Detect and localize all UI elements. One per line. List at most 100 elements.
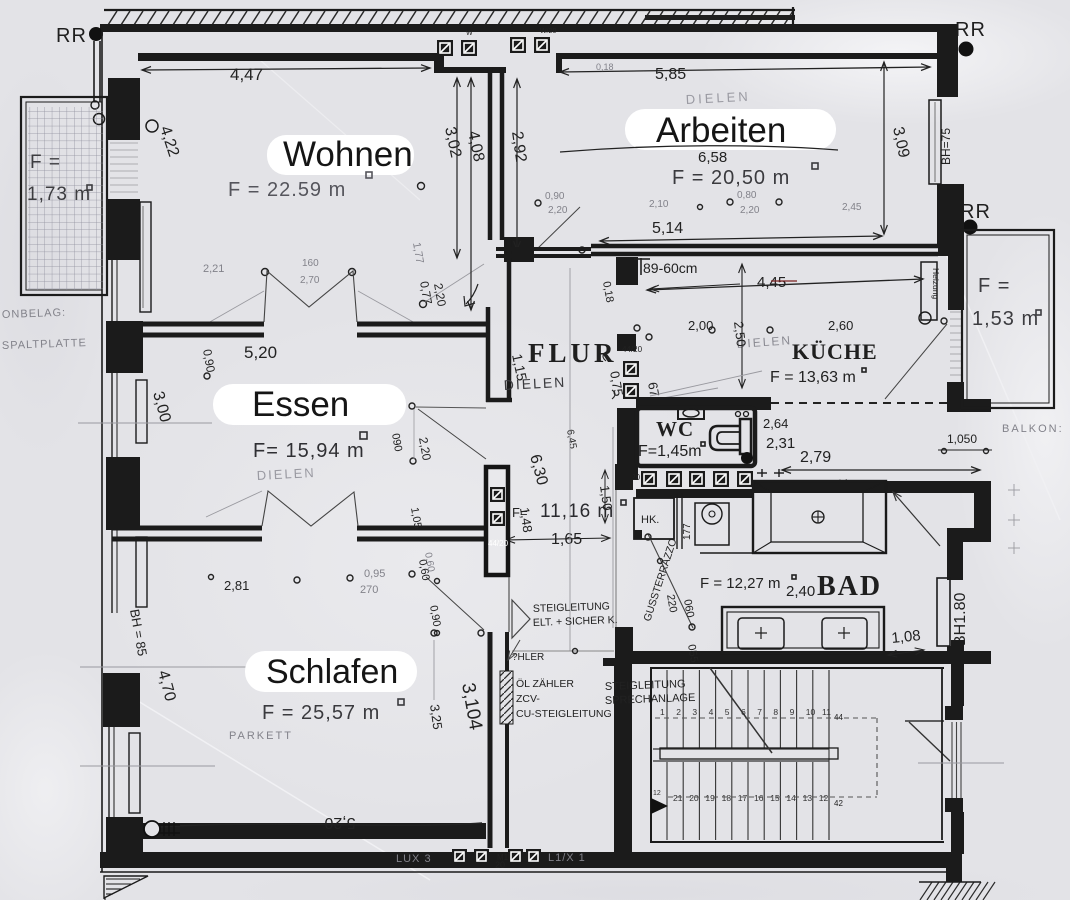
svg-text:7: 7 bbox=[757, 707, 762, 717]
svg-text:89-60cm: 89-60cm bbox=[643, 260, 697, 276]
svg-text:DIELEN: DIELEN bbox=[685, 89, 751, 107]
svg-text:Heizung: Heizung bbox=[931, 268, 941, 299]
svg-text:F =: F = bbox=[978, 275, 1010, 297]
svg-text:1,73 m: 1,73 m bbox=[27, 184, 91, 205]
svg-text:2,81: 2,81 bbox=[224, 578, 249, 593]
svg-text:15: 15 bbox=[770, 793, 780, 803]
svg-text:LUX 3: LUX 3 bbox=[396, 853, 432, 865]
svg-text:F=1,45m: F=1,45m bbox=[638, 443, 702, 460]
svg-text:3,02: 3,02 bbox=[441, 125, 464, 159]
svg-text:FLUR: FLUR bbox=[528, 338, 618, 368]
svg-text:2,45: 2,45 bbox=[842, 202, 862, 213]
svg-text:Essen: Essen bbox=[252, 385, 349, 424]
svg-text:16: 16 bbox=[754, 793, 764, 803]
svg-text:Wohnen: Wohnen bbox=[283, 135, 413, 174]
svg-text:ONBELAG:: ONBELAG: bbox=[2, 307, 67, 321]
svg-text:13: 13 bbox=[803, 793, 813, 803]
svg-text:W: W bbox=[466, 30, 473, 37]
svg-text:5,20: 5,20 bbox=[324, 814, 355, 831]
svg-text:2,64: 2,64 bbox=[763, 416, 788, 431]
svg-text:ÖL ZÄHLER: ÖL ZÄHLER bbox=[516, 678, 574, 690]
svg-text:SPALTPLATTE: SPALTPLATTE bbox=[2, 337, 87, 352]
svg-text:L1/X 1: L1/X 1 bbox=[548, 852, 586, 864]
svg-text:44/: 44/ bbox=[490, 538, 502, 547]
svg-text:6,58: 6,58 bbox=[698, 149, 727, 166]
svg-text:WC: WC bbox=[656, 417, 694, 441]
svg-text:PARKETT: PARKETT bbox=[229, 730, 293, 742]
svg-text:4: 4 bbox=[709, 707, 714, 717]
svg-text:2,10: 2,10 bbox=[649, 199, 669, 210]
svg-text:2,50: 2,50 bbox=[731, 321, 749, 348]
svg-text:F =: F = bbox=[30, 152, 61, 173]
svg-text:1,48: 1,48 bbox=[517, 506, 535, 533]
svg-text:44/20: 44/20 bbox=[622, 345, 643, 354]
svg-text:CU-STEIGLEITUNG: CU-STEIGLEITUNG bbox=[516, 708, 612, 720]
svg-text:270: 270 bbox=[360, 584, 378, 596]
svg-text:11,16 m: 11,16 m bbox=[540, 501, 614, 522]
svg-text:BAD: BAD bbox=[817, 571, 882, 602]
svg-text:SPRECHANLAGE: SPRECHANLAGE bbox=[605, 692, 696, 707]
svg-text:0,80: 0,80 bbox=[737, 190, 757, 201]
svg-text:2,20: 2,20 bbox=[548, 205, 568, 216]
svg-text:?HLER: ?HLER bbox=[512, 652, 544, 663]
svg-text:DIELEN: DIELEN bbox=[503, 374, 566, 393]
svg-text:0,90: 0,90 bbox=[427, 604, 443, 627]
svg-text:1,53 m: 1,53 m bbox=[972, 308, 1039, 330]
svg-text:6: 6 bbox=[741, 707, 746, 717]
svg-text:10: 10 bbox=[806, 707, 816, 717]
svg-text:F = 22.59 m: F = 22.59 m bbox=[228, 179, 346, 201]
svg-text:F = 25,57 m: F = 25,57 m bbox=[262, 702, 380, 724]
svg-text:2,79: 2,79 bbox=[800, 449, 831, 466]
svg-text:M1/: M1/ bbox=[497, 853, 511, 862]
svg-text:ZCV-: ZCV- bbox=[516, 693, 540, 705]
svg-text:14: 14 bbox=[786, 793, 796, 803]
svg-text:8: 8 bbox=[773, 707, 778, 717]
svg-text:5,14: 5,14 bbox=[652, 220, 683, 237]
svg-text:0,77: 0,77 bbox=[417, 280, 435, 306]
svg-text:STEIGLEITUNG: STEIGLEITUNG bbox=[533, 600, 610, 615]
svg-text:W/20: W/20 bbox=[540, 28, 556, 35]
svg-text:2,31: 2,31 bbox=[766, 435, 795, 452]
svg-text:F=: F= bbox=[512, 505, 528, 520]
svg-text:DIELEN: DIELEN bbox=[736, 333, 792, 351]
svg-text:3: 3 bbox=[692, 707, 697, 717]
svg-text:19: 19 bbox=[705, 793, 715, 803]
svg-text:9: 9 bbox=[790, 707, 795, 717]
svg-text:1,05: 1,05 bbox=[408, 506, 424, 529]
svg-text:5,85: 5,85 bbox=[655, 66, 686, 83]
svg-text:STEIGLEITUNG: STEIGLEITUNG bbox=[605, 678, 686, 693]
svg-text:2,20: 2,20 bbox=[431, 282, 449, 308]
svg-text:2,00: 2,00 bbox=[688, 318, 713, 333]
svg-text:KÜCHE: KÜCHE bbox=[792, 339, 878, 364]
svg-text:17: 17 bbox=[738, 793, 748, 803]
svg-text:20: 20 bbox=[689, 793, 699, 803]
svg-text:0,90: 0,90 bbox=[545, 191, 565, 202]
svg-text:F= 15,94 m: F= 15,94 m bbox=[253, 440, 365, 462]
svg-text:1,08: 1,08 bbox=[891, 627, 922, 647]
svg-text:220: 220 bbox=[664, 593, 679, 613]
svg-text:21: 21 bbox=[673, 793, 683, 803]
svg-text:HK.: HK. bbox=[641, 514, 659, 526]
svg-text:42: 42 bbox=[834, 799, 843, 808]
svg-text:Arbeiten: Arbeiten bbox=[656, 111, 786, 150]
svg-text:1,050: 1,050 bbox=[947, 432, 977, 446]
svg-text:1,15: 1,15 bbox=[509, 352, 530, 382]
svg-text:1,77: 1,77 bbox=[410, 241, 426, 264]
svg-text:F = 12,27 m: F = 12,27 m bbox=[700, 575, 780, 592]
svg-text:2,20: 2,20 bbox=[416, 436, 434, 462]
svg-text:DIELEN: DIELEN bbox=[256, 465, 316, 483]
svg-text:5,20: 5,20 bbox=[244, 343, 277, 362]
svg-text:090: 090 bbox=[389, 432, 404, 452]
svg-text:2,40: 2,40 bbox=[786, 583, 815, 600]
svg-text:BH1.80: BH1.80 bbox=[952, 593, 969, 646]
svg-text:2,60: 2,60 bbox=[828, 318, 853, 333]
svg-text:12: 12 bbox=[819, 793, 829, 803]
svg-text:44/20: 44/20 bbox=[488, 539, 509, 548]
svg-text:2,20: 2,20 bbox=[740, 205, 760, 216]
svg-text:RR: RR bbox=[955, 19, 986, 41]
svg-text:1,65: 1,65 bbox=[551, 531, 582, 548]
svg-text:44: 44 bbox=[834, 713, 843, 722]
svg-text:0,18: 0,18 bbox=[596, 62, 614, 72]
svg-text:5: 5 bbox=[725, 707, 730, 717]
svg-text:4,47: 4,47 bbox=[230, 65, 263, 84]
